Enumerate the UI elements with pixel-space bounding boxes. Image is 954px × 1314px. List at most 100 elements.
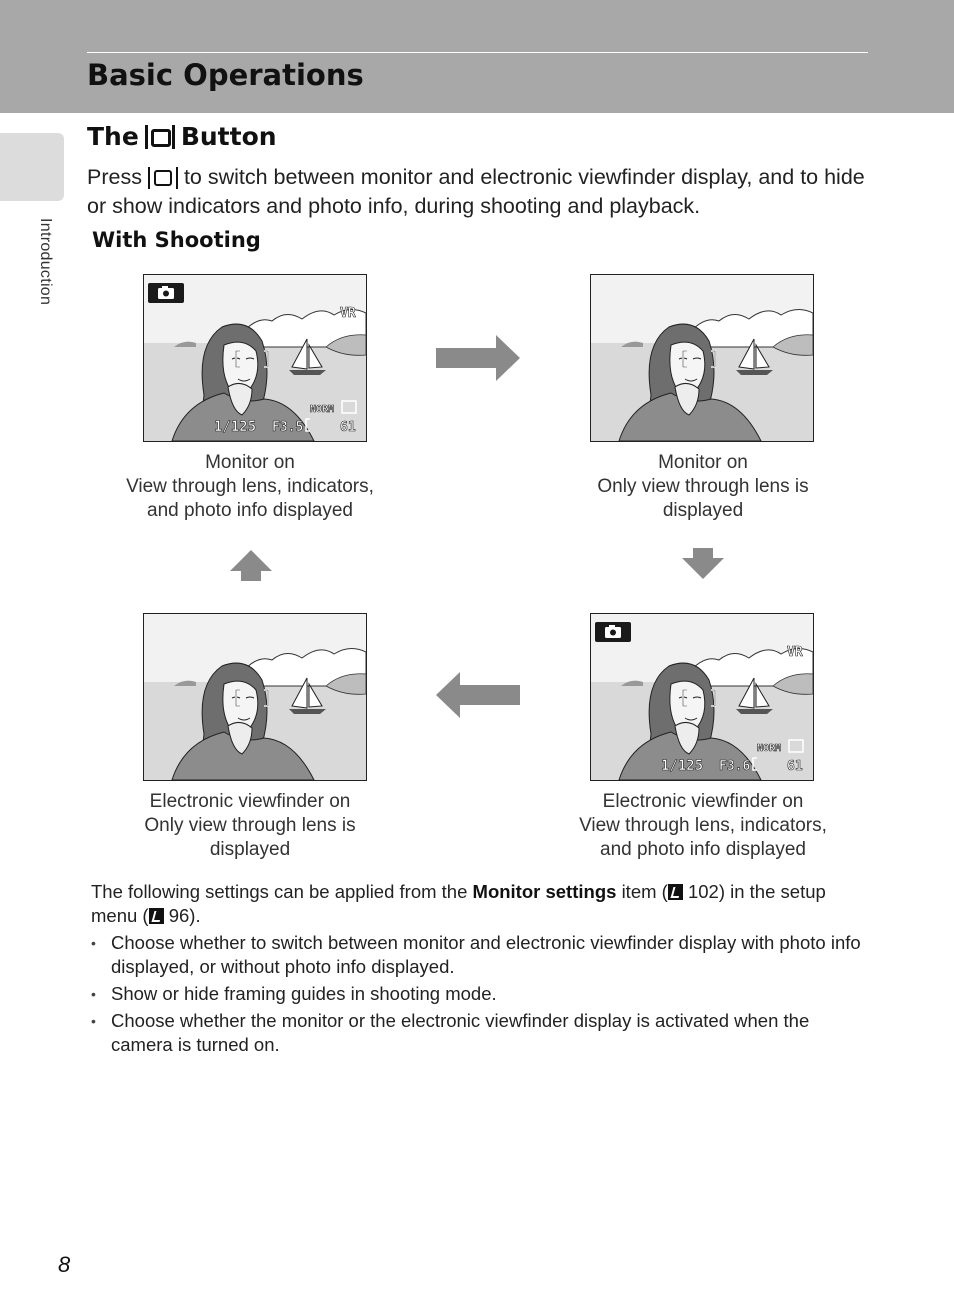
headland xyxy=(325,673,366,695)
list-item: Show or hide framing guides in shooting … xyxy=(91,982,871,1006)
image-size-icon xyxy=(788,739,804,753)
page-reference-icon xyxy=(667,884,683,900)
caption-screen-2: Monitor on Only view through lens is dis… xyxy=(553,451,853,523)
section-title-suffix: Button xyxy=(180,122,277,151)
hand xyxy=(227,383,253,416)
far-shore xyxy=(174,680,196,686)
caption-title: Electronic viewfinder on xyxy=(149,791,351,812)
far-shore xyxy=(174,341,196,347)
sail xyxy=(738,677,755,709)
page-number: 8 xyxy=(58,1252,71,1277)
shutter-speed: 1/125 xyxy=(661,758,703,774)
caption-screen-1: Monitor on View through lens, indicators… xyxy=(100,451,400,523)
headland xyxy=(772,673,813,695)
caption-title: Monitor on xyxy=(205,452,295,473)
settings-intro-middle: item ( xyxy=(621,881,668,902)
arrow-left-icon xyxy=(436,672,520,718)
caption-line: displayed xyxy=(209,839,291,860)
intro-text: to switch between monitor and electronic… xyxy=(87,165,865,218)
screen-evf-info: VR NORM 1/125 F3.6 61 xyxy=(590,613,814,781)
headland xyxy=(325,334,366,356)
list-item: Choose whether the monitor or the electr… xyxy=(91,1009,871,1057)
sail xyxy=(291,677,308,709)
image-quality-indicator: NORM xyxy=(757,743,781,754)
screen-monitor-plain xyxy=(590,274,814,442)
page-reference-number: 96 xyxy=(168,905,190,926)
arrow-down-icon xyxy=(682,548,724,579)
header-rule xyxy=(87,52,868,53)
mountains xyxy=(685,648,813,687)
hull xyxy=(736,370,773,375)
settings-intro-end: ). xyxy=(189,905,201,926)
settings-bullet-list: Choose whether to switch between monitor… xyxy=(91,931,871,1057)
page-title: Basic Operations xyxy=(87,58,364,92)
vr-indicator: VR xyxy=(340,306,356,321)
hand xyxy=(674,722,700,755)
sub-heading: With Shooting xyxy=(92,228,261,252)
caption-title: Monitor on xyxy=(658,452,748,473)
sail xyxy=(738,338,755,370)
settings-section: The following settings can be applied fr… xyxy=(91,880,871,1060)
header-band xyxy=(0,0,954,113)
mountains xyxy=(238,309,366,348)
sail xyxy=(755,682,770,708)
camera-icon xyxy=(595,622,631,642)
caption-line: displayed xyxy=(662,500,744,521)
sail xyxy=(308,682,323,708)
image-size-icon xyxy=(341,400,357,414)
page-reference-number: 102 xyxy=(687,881,719,902)
list-item: Choose whether to switch between monitor… xyxy=(91,931,871,979)
caption-screen-4: Electronic viewfinder on View through le… xyxy=(553,790,853,862)
hull xyxy=(289,370,326,375)
intro-paragraph: Press to switch between monitor and elec… xyxy=(87,163,867,221)
focus-frame xyxy=(682,689,716,707)
hull xyxy=(736,709,773,714)
headland xyxy=(772,334,813,356)
hand xyxy=(674,383,700,416)
screen-evf-plain xyxy=(143,613,367,781)
hull xyxy=(289,709,326,714)
hand xyxy=(227,722,253,755)
monitor-button-icon xyxy=(147,167,178,190)
mountains xyxy=(238,648,366,687)
caption-line: Only view through lens is xyxy=(144,815,356,836)
shutter-speed: 1/125 xyxy=(214,419,256,435)
sail xyxy=(755,343,770,369)
aperture-value: F3.6 xyxy=(719,759,750,774)
settings-intro: The following settings can be applied fr… xyxy=(91,880,871,928)
focus-frame xyxy=(235,350,269,368)
monitor-button-icon xyxy=(144,124,175,149)
settings-intro-prefix: The following settings can be applied fr… xyxy=(91,881,468,902)
caption-line: View through lens, indicators, xyxy=(126,476,374,497)
exposures-remaining: 61 xyxy=(787,759,803,774)
focus-frame xyxy=(235,689,269,707)
memory-icon xyxy=(305,418,310,432)
settings-intro-suffix: ) in the setup menu ( xyxy=(91,881,826,926)
section-title-prefix: The xyxy=(87,122,139,151)
arrow-right-icon xyxy=(436,335,520,381)
far-shore xyxy=(621,341,643,347)
vr-indicator: VR xyxy=(787,645,803,660)
far-shore xyxy=(621,680,643,686)
focus-frame xyxy=(682,350,716,368)
caption-screen-3: Electronic viewfinder on Only view throu… xyxy=(100,790,400,862)
sail xyxy=(308,343,323,369)
section-title: The Button xyxy=(87,122,277,151)
caption-line: View through lens, indicators, xyxy=(579,815,827,836)
page-reference-icon xyxy=(148,908,164,924)
side-tab-label: Introduction xyxy=(37,218,54,306)
side-tab xyxy=(0,133,64,201)
caption-line: Only view through lens is xyxy=(597,476,809,497)
sail xyxy=(291,338,308,370)
image-quality-indicator: NORM xyxy=(310,404,334,415)
mountains xyxy=(685,309,813,348)
caption-line: and photo info displayed xyxy=(147,500,353,521)
monitor-settings-label: Monitor settings xyxy=(472,881,617,902)
memory-icon xyxy=(752,757,757,771)
arrow-up-icon xyxy=(230,550,272,581)
caption-line: and photo info displayed xyxy=(600,839,806,860)
exposures-remaining: 61 xyxy=(340,420,356,435)
caption-title: Electronic viewfinder on xyxy=(602,791,804,812)
intro-prefix: Press xyxy=(87,165,142,189)
